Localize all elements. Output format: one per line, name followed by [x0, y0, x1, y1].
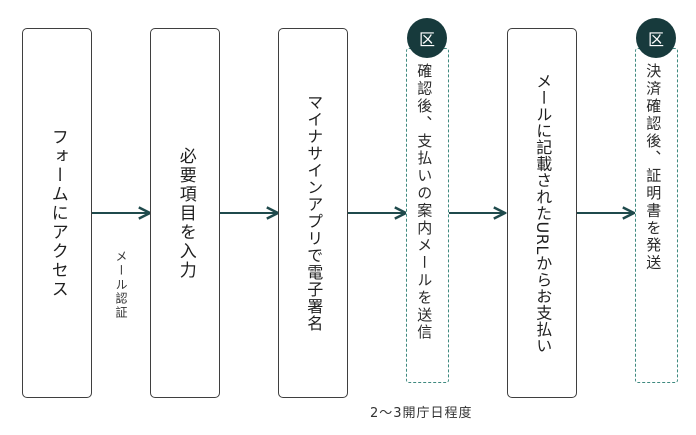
ward-step-text: 決済確認後、証明書を発送 [644, 63, 663, 272]
ward-badge: 区 [407, 18, 447, 58]
ward-badge: 区 [636, 18, 676, 58]
ward-payment-notice-box: 確認後、支払いの案内メールを送信 [406, 48, 449, 383]
step-label: フォームにアクセス [47, 127, 68, 299]
ward-certificate-box: 決済確認後、証明書を発送 [635, 48, 678, 383]
mail-auth-note: メール認証 [114, 250, 128, 320]
step-label: 必要項目を入力 [175, 146, 196, 280]
step-required-input: 必要項目を入力 [150, 28, 220, 398]
step-label: マイナサインアプリで電子署名 [304, 94, 324, 332]
duration-note: 2～3開庁日程度 [370, 406, 473, 421]
step-electronic-signature: マイナサインアプリで電子署名 [278, 28, 348, 398]
step-label: メールに記載されたURLからお支払い [533, 72, 553, 354]
step-form-access: フォームにアクセス [22, 28, 92, 398]
step-url-payment: メールに記載されたURLからお支払い [507, 28, 577, 398]
ward-step-text: 確認後、支払いの案内メールを送信 [415, 63, 434, 342]
